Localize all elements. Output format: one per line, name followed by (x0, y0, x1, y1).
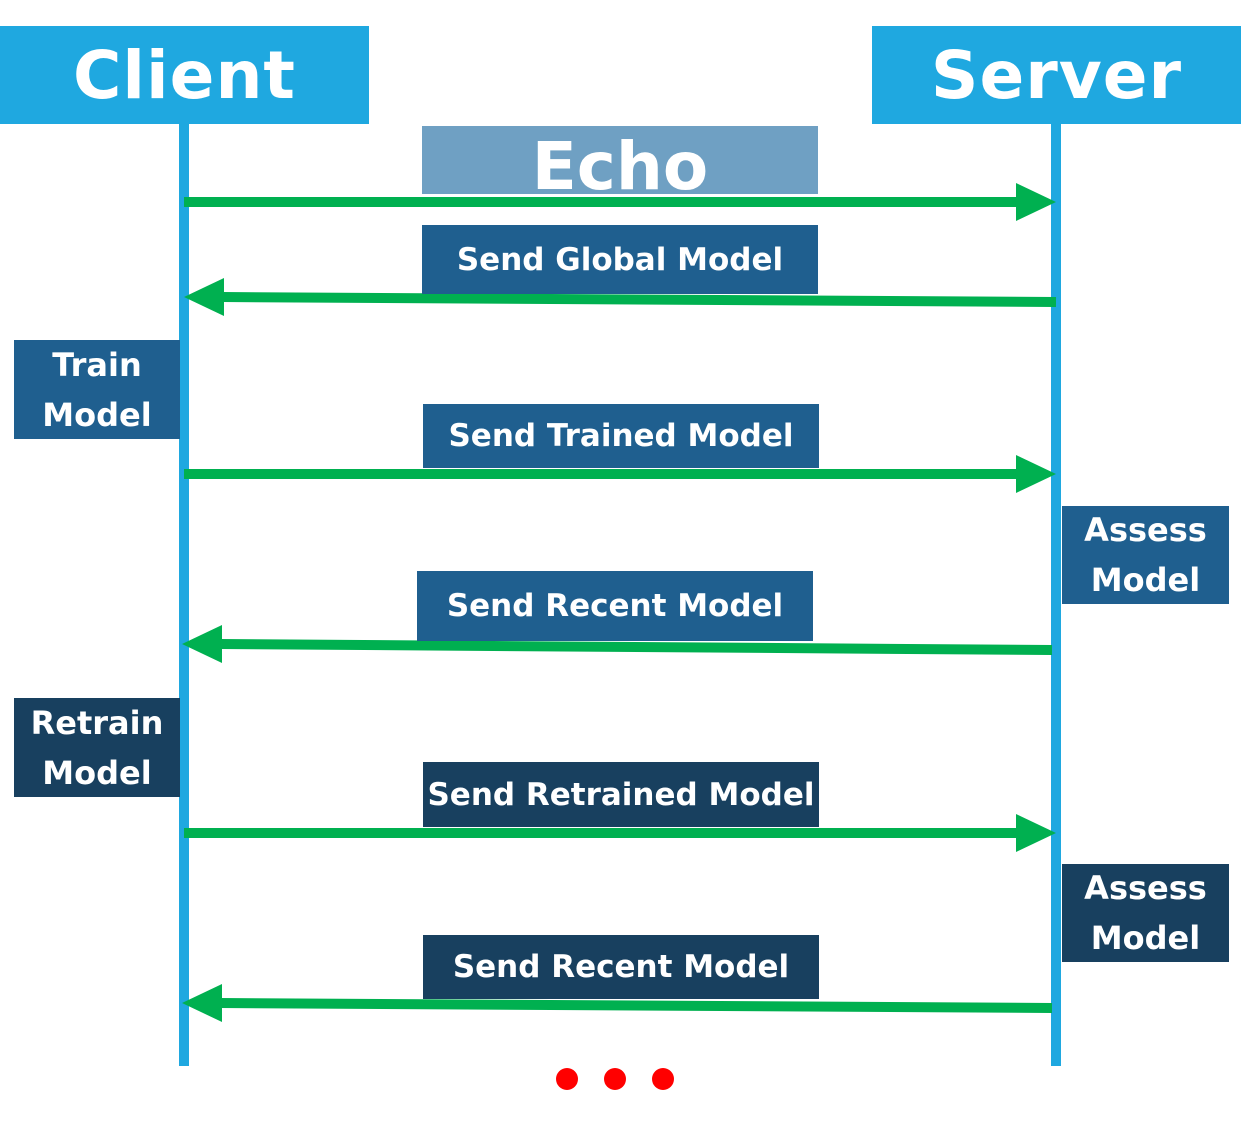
client-action-train: Train Model (14, 340, 180, 439)
message-label: Send Recent Model (446, 588, 784, 624)
server-lifeline (1051, 124, 1061, 1066)
server-label: Server (930, 36, 1183, 114)
server-action-assess: Assess Model (1062, 506, 1229, 604)
server-header: Server (872, 26, 1241, 124)
action-line: Model (1090, 919, 1201, 957)
echo-label: Echo (531, 128, 709, 194)
action-line: Retrain (30, 703, 164, 742)
action-line: Model (1090, 561, 1201, 599)
action-line: Assess (1084, 869, 1207, 907)
message-label-box: Send Trained Model (423, 404, 819, 468)
action-line: Assess (1084, 511, 1207, 549)
arrow-send-global-model (184, 278, 1057, 316)
action-line: Model (42, 395, 152, 434)
message-label-box: Send Global Model (422, 225, 818, 294)
action-line: Train (52, 345, 142, 384)
message-label: Send Recent Model (452, 949, 790, 985)
client-header: Client (0, 26, 369, 124)
client-action-retrain: Retrain Model (14, 698, 180, 797)
message-label-box: Send Retrained Model (423, 762, 819, 827)
client-label: Client (73, 36, 296, 114)
message-label-box: Send Recent Model (423, 935, 819, 999)
dot (556, 1068, 578, 1090)
action-line: Model (42, 753, 152, 792)
server-action-assess: Assess Model (1062, 864, 1229, 962)
message-label: Send Retrained Model (427, 776, 815, 813)
message-label-box: Send Recent Model (417, 571, 813, 641)
dot (604, 1068, 626, 1090)
arrow-send-recent-model-1 (182, 625, 1053, 663)
arrow-send-recent-model-2 (182, 984, 1053, 1022)
message-label: Send Trained Model (448, 418, 794, 454)
client-lifeline (179, 124, 189, 1066)
dot (652, 1068, 674, 1090)
echo-label-box: Echo (422, 126, 818, 194)
arrow-send-trained-model (184, 455, 1056, 493)
arrow-send-retrained-model (184, 814, 1056, 852)
arrow-echo (184, 183, 1056, 221)
message-label: Send Global Model (456, 241, 784, 278)
